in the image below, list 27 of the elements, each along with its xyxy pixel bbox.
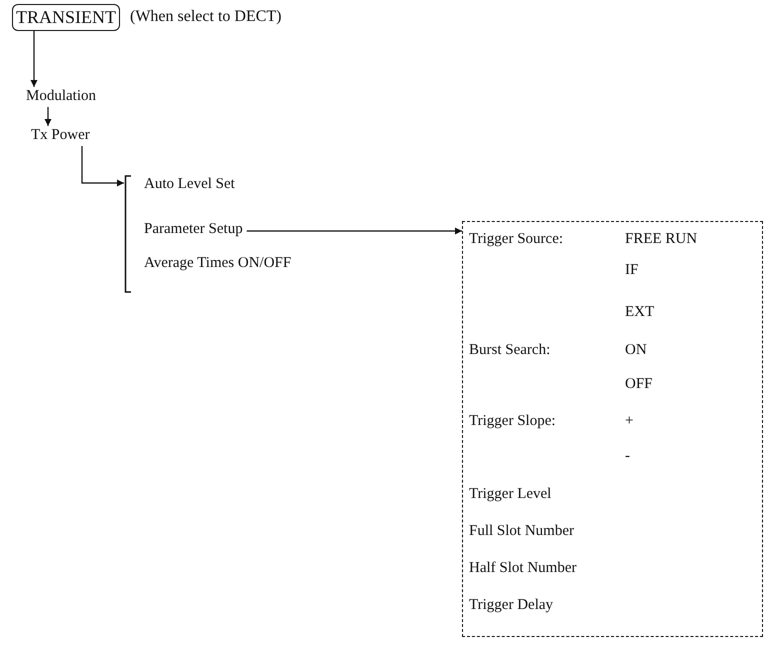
mode-button-box: TRANSIENT [12,4,120,31]
setting-label: FREE RUN [625,230,698,248]
setting-label: EXT [625,303,654,321]
setting-label: + [625,412,634,430]
arrow [30,31,38,87]
menu-item: Tx Power [31,126,90,146]
dashed-panel [462,221,763,637]
menu-item: Modulation [26,87,96,107]
setting-label: Burst Search: [469,341,550,359]
arrow [81,146,124,186]
menu-item: Parameter Setup [144,220,243,238]
note: (When select to DECT) [130,8,282,26]
setting-label: ON [625,341,647,359]
menu-item: Auto Level Set [144,175,235,193]
bracket-group [124,175,134,293]
setting-label: OFF [625,375,653,393]
setting-label: Half Slot Number [469,559,576,577]
setting-label: - [625,447,630,465]
setting-label: Trigger Slope: [469,412,556,430]
setting-label: Trigger Level [469,485,552,503]
menu-item: Average Times ON/OFF [144,254,292,272]
arrow [44,107,52,126]
setting-label: IF [625,261,638,279]
setting-label: Trigger Source: [469,230,564,248]
arrow [246,228,462,234]
setting-label: Full Slot Number [469,522,574,540]
setting-label: Trigger Delay [469,596,554,614]
